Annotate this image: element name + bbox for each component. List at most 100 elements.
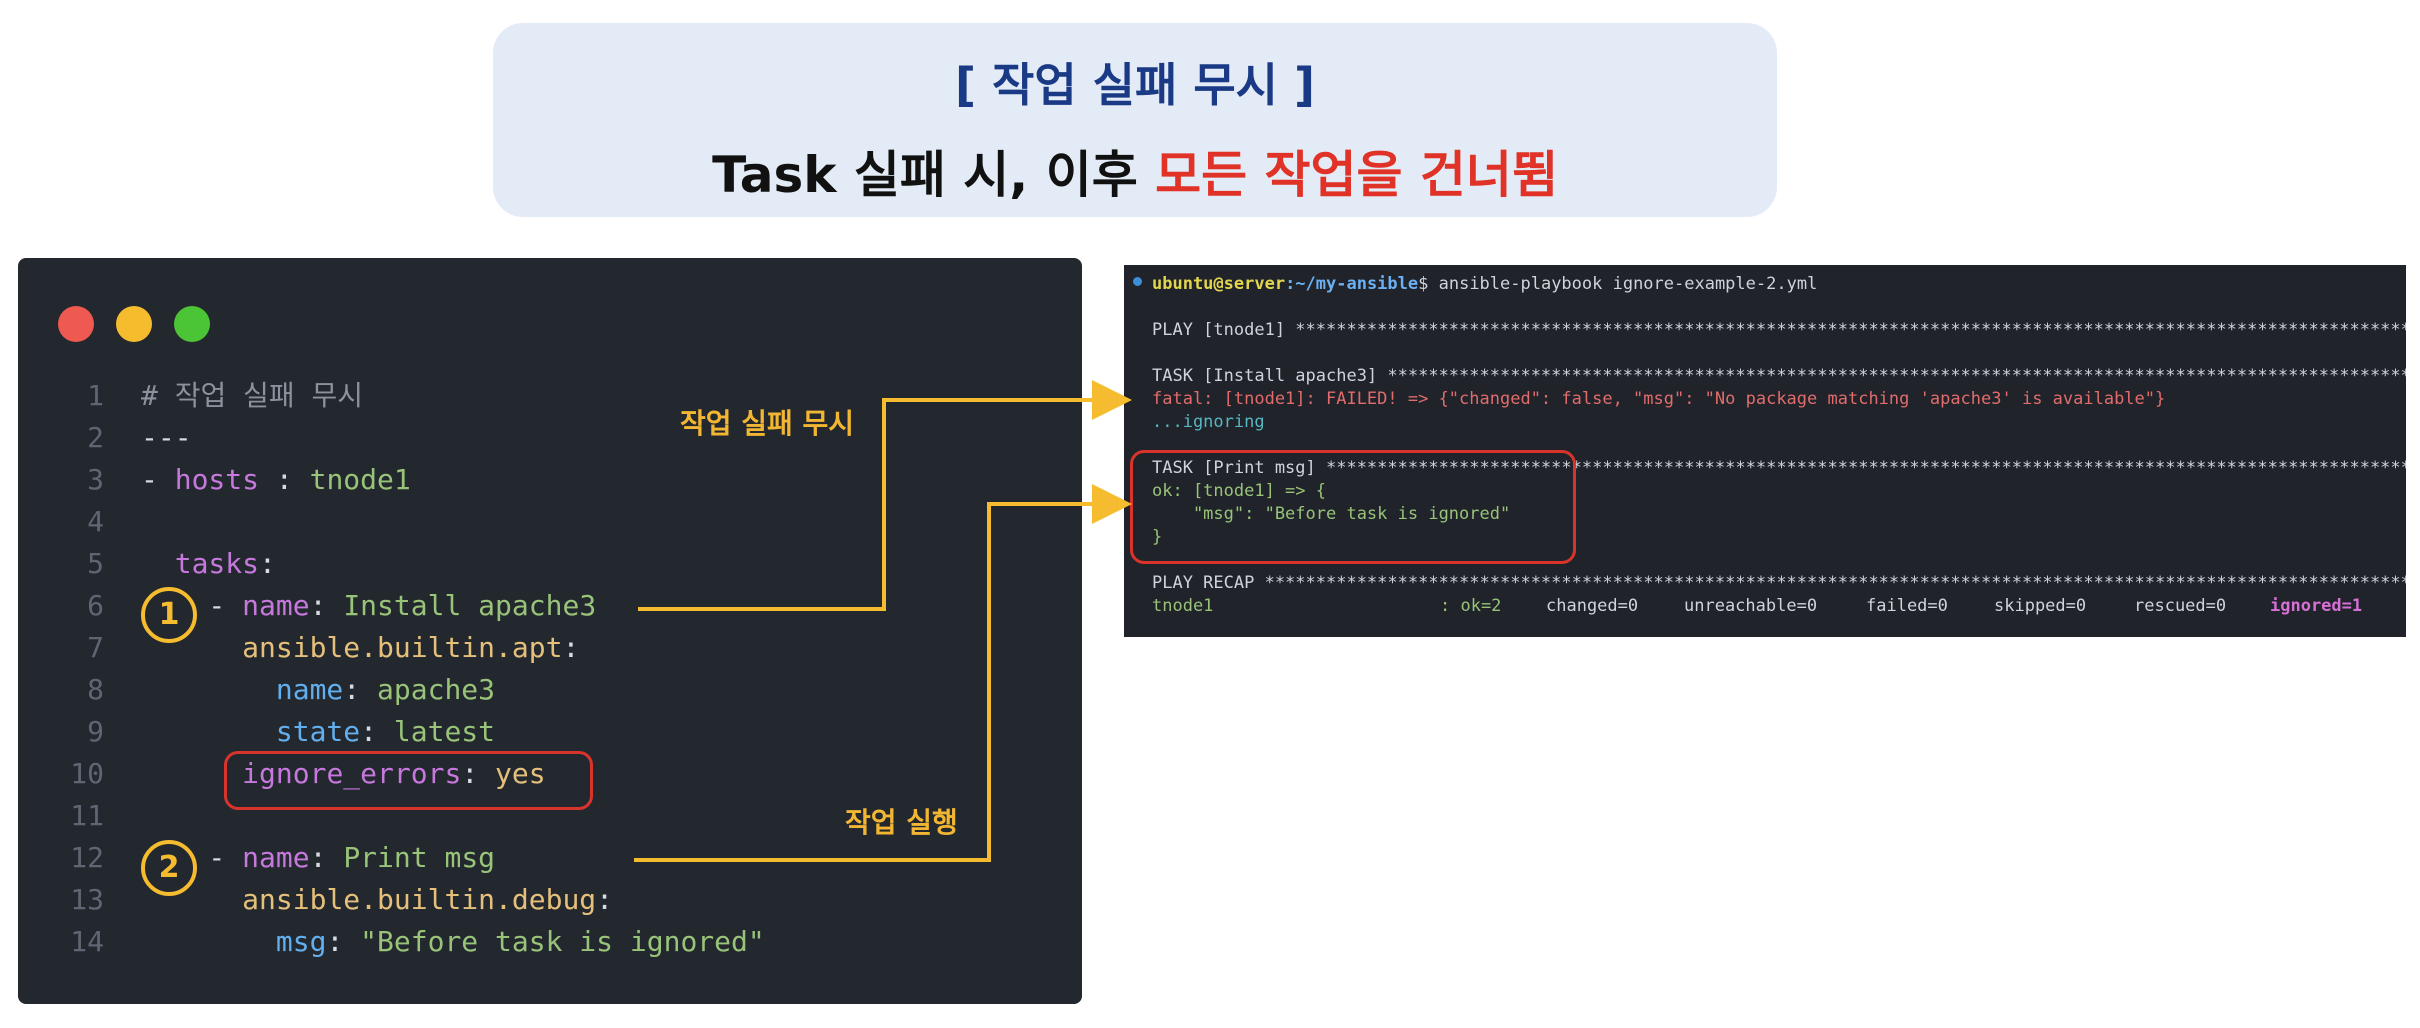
line-number: 5	[87, 547, 104, 580]
line-number: 10	[70, 757, 104, 790]
code-token: :	[343, 673, 378, 706]
maximize-window-icon[interactable]	[174, 306, 210, 342]
code-text[interactable]: - hosts : tnode1	[141, 459, 411, 501]
line-number: 2	[87, 421, 104, 454]
banner-subtitle: Task 실패 시, 이후 모든 작업을 건너뜀	[493, 135, 1777, 207]
code-token: -	[174, 589, 243, 622]
recap-ok: : ok=2	[1440, 596, 1502, 616]
code-token: tasks	[174, 547, 260, 580]
recap-ignored: ignored=1	[2270, 596, 2363, 616]
terminal-output-line: }	[1152, 527, 1163, 547]
code-token: -	[141, 463, 175, 496]
prompt-symbol: $	[1418, 274, 1439, 294]
code-token: ansible.builtin.apt	[242, 631, 563, 664]
code-text[interactable]: # 작업 실패 무시	[141, 375, 363, 417]
line-number: 4	[87, 505, 104, 538]
prompt-path: :~/my-ansible	[1285, 274, 1419, 294]
line-number: 14	[70, 925, 104, 958]
line-number: 1	[87, 379, 104, 412]
code-token: latest	[393, 715, 496, 748]
close-window-icon[interactable]	[58, 306, 94, 342]
code-token	[141, 547, 175, 580]
code-line: 12 - name: Print msg	[18, 837, 1018, 879]
code-token: msg	[275, 925, 327, 958]
code-line: 1 # 작업 실패 무시	[18, 375, 1018, 417]
code-token: :	[259, 463, 310, 496]
print-msg-highlight-box	[1130, 450, 1576, 564]
code-line: 13 ansible.builtin.debug:	[18, 879, 1018, 921]
code-text[interactable]: ignore_errors: yes	[141, 753, 545, 795]
recap-host: tnode1	[1152, 596, 1214, 616]
terminal-output-line: TASK [Print msg] ***********************…	[1152, 458, 2406, 478]
line-number: 9	[87, 715, 104, 748]
code-line: 6 - name: Install apache3	[18, 585, 1018, 627]
code-token: :	[461, 757, 496, 790]
code-line: 11	[18, 795, 1018, 837]
code-text[interactable]: state: latest	[141, 711, 495, 753]
code-token: ignore_errors	[242, 757, 462, 790]
code-token	[141, 715, 276, 748]
code-line: 8 name: apache3	[18, 669, 1018, 711]
code-token	[141, 673, 276, 706]
code-text[interactable]: ansible.builtin.apt:	[141, 627, 579, 669]
recap-row: tnode1	[1152, 595, 1213, 617]
code-token: tnode1	[309, 463, 411, 496]
code-token: :	[326, 925, 361, 958]
code-token: :	[596, 883, 614, 916]
banner-subtitle-highlight: 모든 작업을 건너뜀	[1155, 146, 1558, 204]
line-number: 6	[87, 589, 104, 622]
line-number: 11	[70, 799, 104, 832]
terminal-prompt-line: ubuntu@server:~/my-ansible$ ansible-play…	[1152, 273, 1817, 295]
line-number: 3	[87, 463, 104, 496]
code-token: name	[275, 673, 344, 706]
code-token: ---	[141, 421, 192, 454]
code-token: # 작업 실패 무시	[141, 379, 363, 412]
code-token: Install apache3	[343, 589, 597, 622]
line-number: 7	[87, 631, 104, 664]
prompt-user: ubuntu@server	[1152, 274, 1286, 294]
terminal-output-line: fatal: [tnode1]: FAILED! => {"changed": …	[1152, 389, 2166, 409]
code-text[interactable]: - name: Install apache3	[141, 585, 596, 627]
code-token: :	[309, 589, 344, 622]
code-line: 14 msg: "Before task is ignored"	[18, 921, 1018, 963]
ignore-errors-highlight-box	[224, 751, 593, 810]
minimize-window-icon[interactable]	[116, 306, 152, 342]
code-text[interactable]: ---	[141, 417, 192, 459]
terminal-output-line: PLAY RECAP *****************************…	[1152, 573, 2406, 593]
line-number: 12	[70, 841, 104, 874]
step-2-badge: 2	[141, 840, 197, 896]
line-number: 8	[87, 673, 104, 706]
terminal-output-line: ok: [tnode1] => {	[1152, 481, 1326, 501]
terminal-output-line: "msg": "Before task is ignored"	[1152, 504, 1511, 524]
code-token: :	[259, 547, 276, 580]
code-text[interactable]: name: apache3	[141, 669, 495, 711]
code-line: 2 ---	[18, 417, 1018, 459]
code-token: Print msg	[343, 841, 496, 874]
code-line: 9 state: latest	[18, 711, 1018, 753]
code-line: 3 - hosts : tnode1	[18, 459, 1018, 501]
terminal-output-line: TASK [Install apache3] *****************…	[1152, 366, 2406, 386]
recap-failed: failed=0	[1866, 596, 1948, 616]
code-token: "Before task is ignored"	[360, 925, 765, 958]
line-number: 13	[70, 883, 104, 916]
ignore-annotation-label: 작업 실패 무시	[680, 407, 855, 440]
title-banner: [ 작업 실패 무시 ] Task 실패 시, 이후 모든 작업을 건너뜀	[493, 23, 1777, 217]
code-line: 4	[18, 501, 1018, 543]
code-line: 10 ignore_errors: yes	[18, 753, 1018, 795]
banner-title: [ 작업 실패 무시 ]	[954, 58, 1316, 112]
code-text[interactable]: tasks:	[141, 543, 276, 585]
code-token: :	[360, 715, 394, 748]
terminal-output-line: ...ignoring	[1152, 412, 1265, 432]
code-token: name	[242, 841, 310, 874]
terminal-output-line: PLAY [tnode1] **************************…	[1152, 320, 2406, 340]
code-text[interactable]: ansible.builtin.debug:	[141, 879, 613, 921]
code-text[interactable]: - name: Print msg	[141, 837, 495, 879]
code-token: name	[242, 589, 310, 622]
code-text[interactable]: msg: "Before task is ignored"	[141, 921, 765, 963]
code-token: state	[275, 715, 361, 748]
recap-changed: changed=0	[1546, 596, 1639, 616]
prompt-bullet-icon	[1133, 277, 1142, 286]
code-token	[141, 925, 276, 958]
code-token: apache3	[377, 673, 496, 706]
recap-unreachable: unreachable=0	[1684, 596, 1818, 616]
